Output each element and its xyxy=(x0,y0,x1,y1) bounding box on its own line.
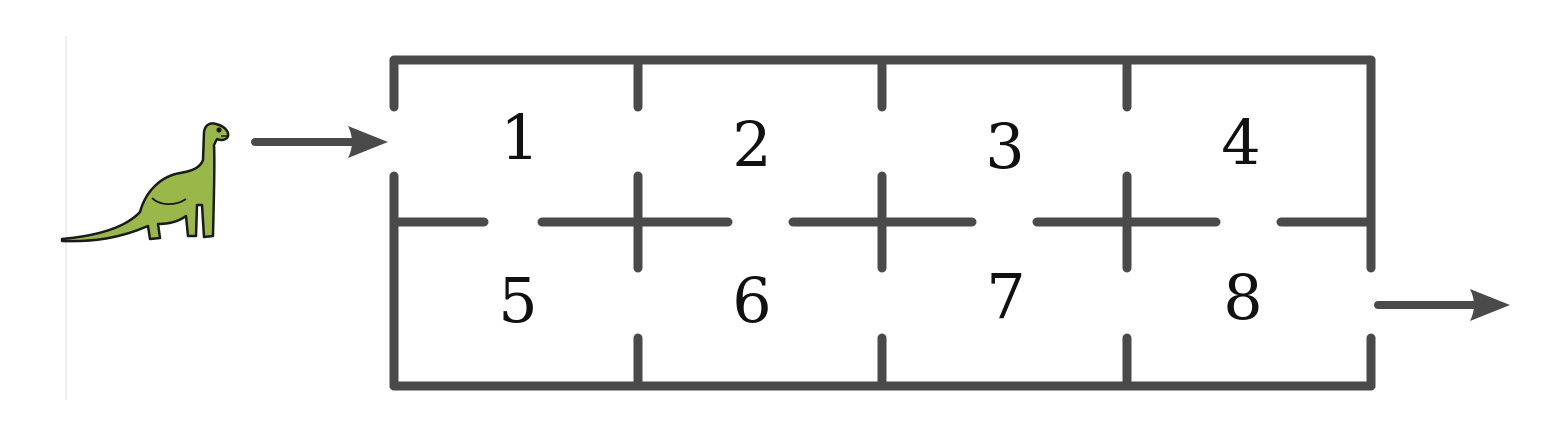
room-label-8: 8 xyxy=(1223,261,1262,334)
room-label-7: 7 xyxy=(986,260,1025,333)
room-label-5: 5 xyxy=(498,264,537,337)
room-label-1: 1 xyxy=(500,101,539,174)
room-labels: 1 2 3 4 5 6 7 8 xyxy=(498,101,1262,337)
dinosaur-icon xyxy=(60,122,230,243)
room-label-3: 3 xyxy=(985,110,1024,183)
room-label-2: 2 xyxy=(732,108,771,181)
entrance-arrow-icon xyxy=(251,126,388,158)
maze-walls xyxy=(389,55,1376,391)
room-label-6: 6 xyxy=(732,264,771,337)
room-label-4: 4 xyxy=(1221,106,1260,179)
exit-arrow-icon xyxy=(1374,289,1510,321)
